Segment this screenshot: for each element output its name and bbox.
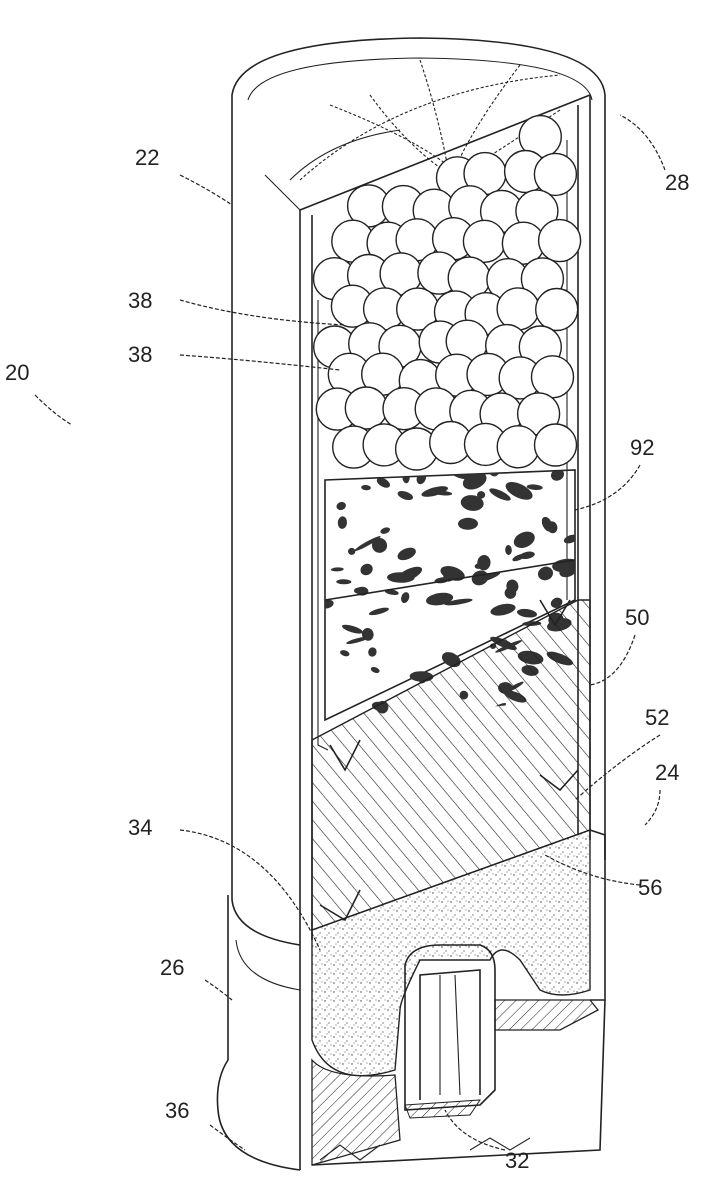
label-26: 26: [160, 955, 184, 980]
label-50: 50: [625, 605, 649, 630]
label-20: 20: [5, 360, 29, 385]
filler-speckle: [512, 554, 525, 562]
filler-speckle: [434, 490, 453, 496]
filler-speckle: [416, 471, 427, 485]
filler-speckle: [444, 598, 473, 606]
filler-speckle: [336, 501, 346, 511]
shot-pellets: [312, 114, 582, 471]
shot-pellet: [530, 355, 575, 399]
filler-speckle: [526, 484, 543, 490]
filler-speckle: [371, 537, 388, 553]
filler-speckle: [441, 652, 461, 668]
filler-speckle: [550, 470, 565, 481]
label-28: 28: [665, 170, 689, 195]
shot-pellet: [535, 287, 579, 332]
filler-speckle: [513, 531, 535, 548]
filler-speckle: [376, 477, 391, 488]
filler-speckle: [541, 516, 553, 532]
filler-speckle: [401, 592, 410, 604]
filler-speckle: [380, 527, 391, 534]
primer: [404, 944, 496, 1119]
label-92: 92: [630, 435, 654, 460]
filler-speckle: [550, 597, 563, 608]
label-38-b: 38: [128, 342, 152, 367]
filler-speckle: [354, 587, 368, 595]
filler-speckle: [397, 490, 413, 501]
filler-speckle: [473, 572, 501, 583]
filler-speckle: [462, 472, 487, 490]
filler-speckle: [387, 572, 415, 583]
filler-speckle: [421, 486, 448, 497]
filler-speckle: [559, 564, 575, 578]
filler-speckle: [426, 592, 454, 606]
shot-pellet: [537, 218, 582, 263]
filler-speckle: [477, 555, 491, 571]
filler-speckle: [361, 484, 371, 491]
filler-speckle: [370, 666, 380, 674]
label-32: 32: [505, 1148, 529, 1173]
filler-speckle: [477, 491, 486, 499]
leader-lines: [34, 114, 666, 1151]
filler-speckle: [397, 547, 416, 561]
filler-speckle: [489, 488, 511, 501]
filler-speckle: [402, 470, 410, 484]
filler-speckle: [458, 517, 478, 530]
shot-pellet: [533, 152, 578, 197]
filler-speckle: [368, 607, 389, 616]
filler-speckle: [506, 579, 519, 593]
filler-speckle: [336, 579, 352, 585]
filler-speckle: [490, 603, 516, 616]
shot-pellet: [496, 287, 540, 331]
brass-head: [216, 829, 606, 1171]
label-38-a: 38: [128, 288, 152, 313]
filler-speckle: [505, 545, 512, 555]
filler-speckle: [348, 547, 356, 555]
filler-speckle: [340, 650, 350, 657]
filler-speckle: [563, 534, 575, 544]
filler-speckle: [440, 566, 465, 581]
filler-speckle: [537, 566, 554, 581]
filler-speckle: [337, 516, 348, 529]
filler-speckle: [342, 624, 363, 634]
shot-pellet: [496, 425, 540, 469]
label-36: 36: [165, 1098, 189, 1123]
filler-speckle: [346, 636, 369, 645]
shot-pellet: [533, 423, 578, 467]
label-24: 24: [655, 760, 679, 785]
filler-speckle: [354, 536, 381, 552]
label-56: 56: [638, 875, 662, 900]
filler-speckle: [360, 563, 373, 576]
filler-speckle: [330, 567, 344, 572]
label-52: 52: [645, 705, 669, 730]
shot-pellet: [344, 386, 388, 430]
filler-speckle: [325, 599, 334, 609]
filler-speckle: [460, 495, 484, 511]
filler-speckle: [368, 647, 377, 657]
label-34: 34: [128, 815, 152, 840]
label-22: 22: [135, 145, 159, 170]
shot-pellet: [462, 219, 507, 264]
filler-speckle: [516, 608, 538, 618]
filler-speckle: [505, 482, 533, 500]
